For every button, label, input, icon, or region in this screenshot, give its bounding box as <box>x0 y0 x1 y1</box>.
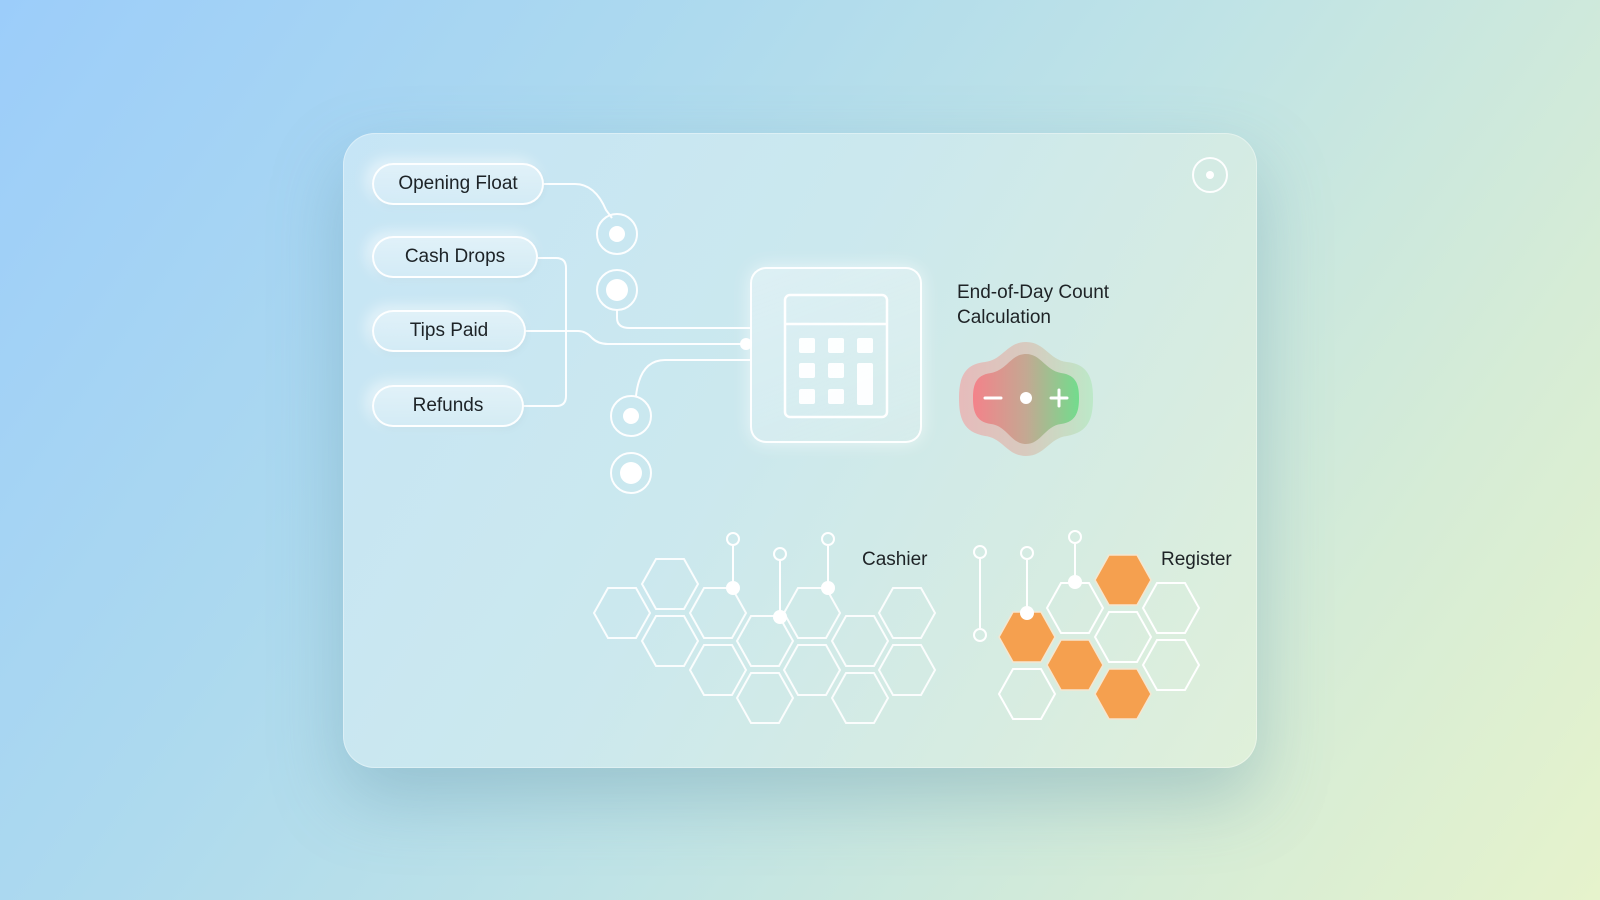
calculation-title-line2: Calculation <box>957 307 1051 328</box>
input-refunds[interactable]: Refunds <box>372 385 524 427</box>
minus-icon <box>983 396 1003 400</box>
main-card <box>343 133 1257 768</box>
adjust-stepper[interactable] <box>957 340 1095 458</box>
input-cash-drops[interactable]: Cash Drops <box>372 236 538 278</box>
cashier-label: Cashier <box>862 549 928 570</box>
calculation-title: End-of-Day Count Calculation <box>957 280 1109 330</box>
input-tips-paid[interactable]: Tips Paid <box>372 310 526 352</box>
register-label: Register <box>1161 549 1232 570</box>
minus-button[interactable] <box>979 384 1007 412</box>
opening-float-label: Opening Float <box>398 173 518 194</box>
calculator-icon <box>783 293 888 418</box>
input-opening-float[interactable]: Opening Float <box>372 163 544 205</box>
tips-paid-label: Tips Paid <box>409 320 489 341</box>
calculator-button[interactable] <box>750 267 922 443</box>
settings-button[interactable] <box>1192 157 1228 193</box>
plus-icon <box>1049 388 1069 408</box>
calculation-title-line1: End-of-Day Count <box>957 282 1110 303</box>
refunds-label: Refunds <box>412 395 484 416</box>
plus-button[interactable] <box>1045 384 1073 412</box>
radio-dot-icon <box>1206 171 1214 179</box>
cash-drops-label: Cash Drops <box>404 246 506 267</box>
stepper-blob <box>959 342 1093 456</box>
